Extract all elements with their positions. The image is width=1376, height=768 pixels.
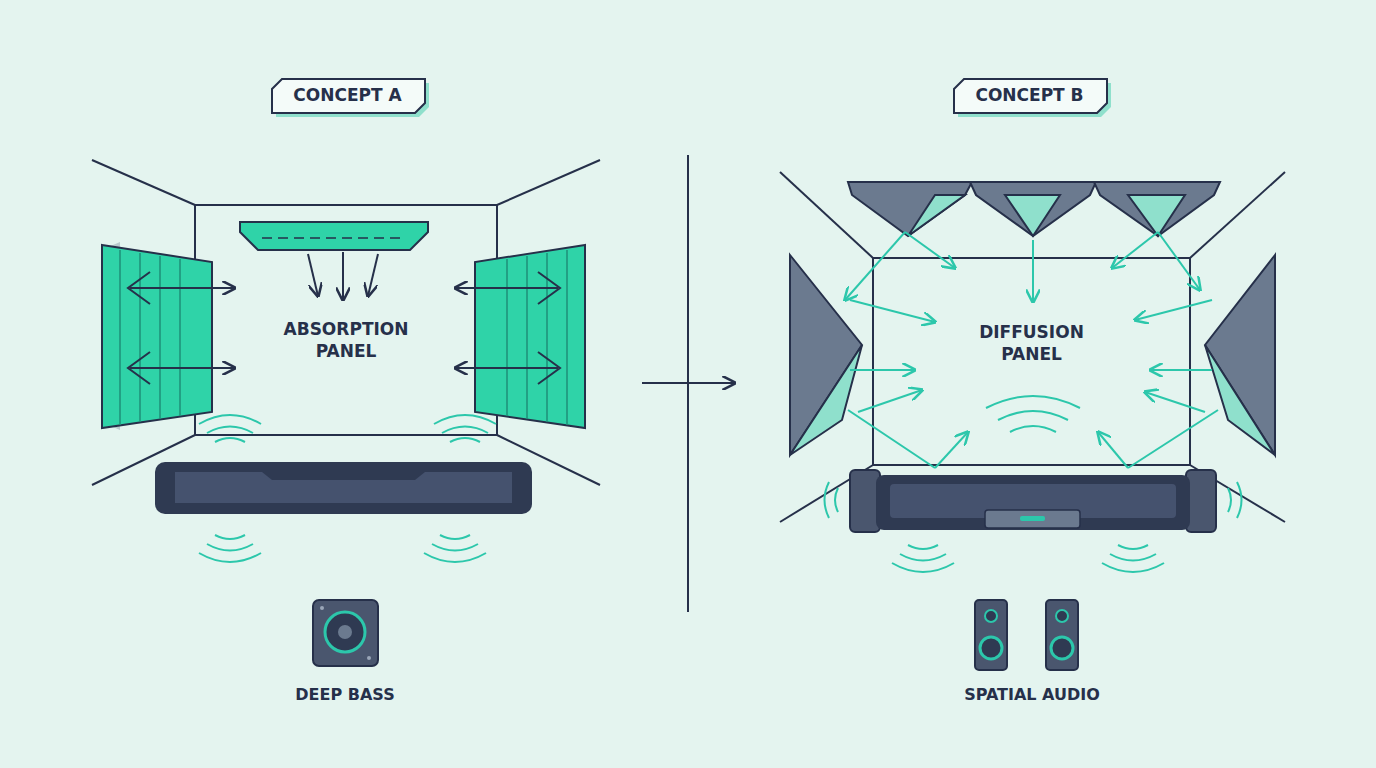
room-a: [92, 160, 600, 485]
ceiling-panel: [240, 222, 428, 250]
absorption-arrows: [128, 252, 560, 384]
diffusion-arrows: [845, 232, 1218, 468]
speaker-icons: [975, 600, 1078, 670]
feature-label: SPATIAL AUDIO: [964, 685, 1100, 704]
tag-shape: [954, 79, 1107, 113]
concept-title: CONCEPT B: [975, 85, 1084, 105]
subwoofer-icon: [313, 600, 378, 666]
sound-waves-a: [199, 415, 496, 562]
soundbar-a: [155, 462, 532, 514]
room-wall: DIFFUSION PANEL: [873, 258, 1190, 465]
feature-label: DEEP BASS: [295, 685, 394, 704]
concept-title: CONCEPT A: [293, 85, 402, 105]
room-wall: ABSORPTION PANEL: [195, 205, 497, 435]
panel-label: DIFFUSION PANEL: [948, 320, 1116, 366]
absorption-panel-right: [475, 245, 585, 428]
ceiling-diffusers: [848, 182, 1220, 236]
panel-label: ABSORPTION PANEL: [262, 317, 430, 363]
absorption-panel-left: [102, 242, 212, 430]
transition-arrow: [642, 382, 735, 384]
concept-tag: CONCEPT B: [953, 78, 1106, 112]
tag-shape: [272, 79, 425, 113]
concept-tag: CONCEPT A: [271, 78, 424, 112]
sound-waves-b: [825, 482, 1242, 572]
soundbar-b: [850, 470, 1216, 532]
